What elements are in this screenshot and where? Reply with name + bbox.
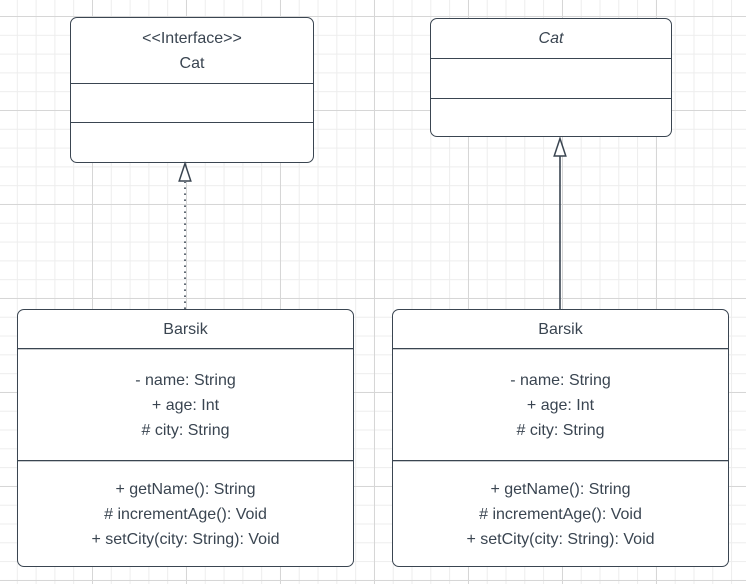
attribute-line: + age: Int — [526, 396, 595, 414]
attribute-line: # city: String — [141, 421, 230, 439]
attributes-compartment: - name: String + age: Int # city: String — [18, 349, 353, 461]
attributes-compartment — [431, 59, 671, 99]
methods-compartment: + getName(): String # incrementAge(): Vo… — [18, 461, 353, 566]
class-name-label: Cat — [179, 54, 205, 72]
method-line: # incrementAge(): Void — [479, 505, 642, 523]
title-compartment: Barsik — [393, 310, 728, 349]
stereotype-label: <<Interface>> — [142, 29, 242, 47]
realization-connector[interactable] — [178, 161, 192, 310]
method-line: + getName(): String — [115, 480, 256, 498]
method-line: # incrementAge(): Void — [104, 505, 267, 523]
class-name-label: Barsik — [163, 320, 208, 338]
attribute-line: - name: String — [135, 371, 236, 389]
attribute-line: - name: String — [510, 371, 611, 389]
method-line: + setCity(city: String): Void — [466, 530, 655, 548]
inheritance-connector[interactable] — [553, 136, 567, 310]
hollow-triangle-arrowhead — [553, 136, 567, 157]
attribute-line: # city: String — [516, 421, 605, 439]
method-line: + setCity(city: String): Void — [91, 530, 280, 548]
uml-class-interface-cat[interactable]: <<Interface>> Cat — [70, 17, 314, 163]
uml-class-barsik-left[interactable]: Barsik - name: String + age: Int # city:… — [17, 309, 354, 567]
attribute-line: + age: Int — [151, 396, 220, 414]
title-compartment: Cat — [431, 19, 671, 59]
class-name-label: Cat — [538, 30, 564, 47]
uml-class-abstract-cat[interactable]: Cat — [430, 18, 672, 137]
title-compartment: <<Interface>> Cat — [71, 18, 313, 84]
attributes-compartment: - name: String + age: Int # city: String — [393, 349, 728, 461]
methods-compartment — [71, 123, 313, 162]
hollow-triangle-arrowhead — [178, 161, 192, 182]
title-compartment: Barsik — [18, 310, 353, 349]
uml-class-barsik-right[interactable]: Barsik - name: String + age: Int # city:… — [392, 309, 729, 567]
methods-compartment: + getName(): String # incrementAge(): Vo… — [393, 461, 728, 566]
attributes-compartment — [71, 84, 313, 123]
class-name-label: Barsik — [538, 320, 583, 338]
method-line: + getName(): String — [490, 480, 631, 498]
methods-compartment — [431, 99, 671, 136]
